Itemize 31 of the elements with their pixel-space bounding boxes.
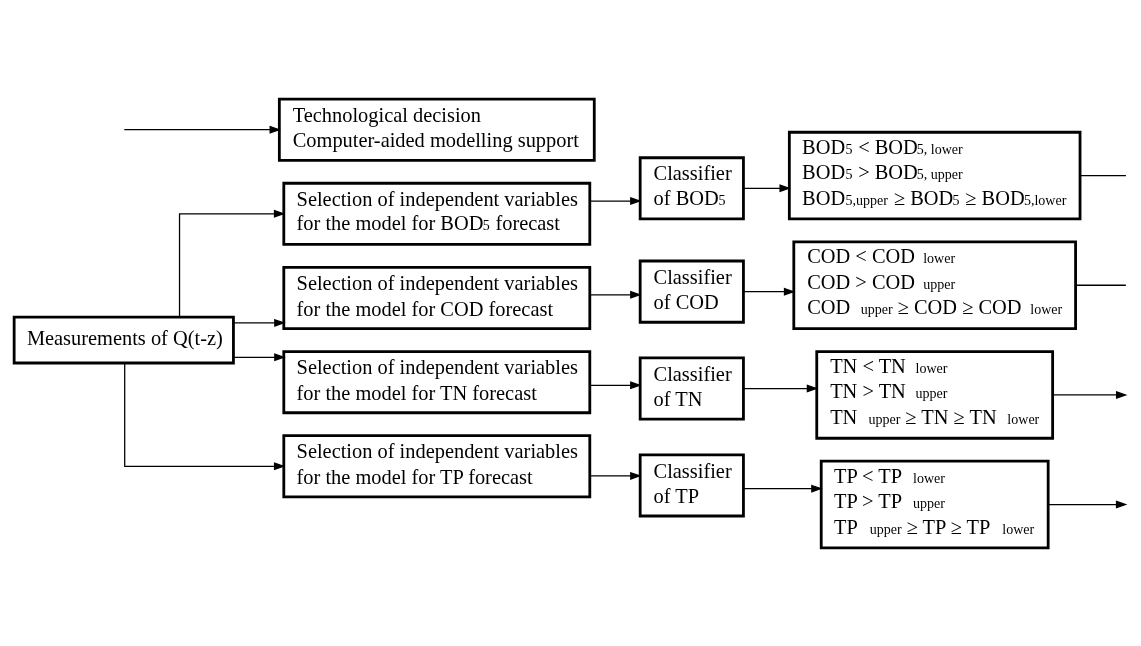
node-box: Technological decision Computer-aided modelling support (277, 97, 596, 162)
node-box: Classifier of TP (638, 452, 745, 517)
arrow (1047, 500, 1128, 509)
arrow (123, 125, 281, 134)
arrow (589, 380, 642, 389)
node-box: Classifier of COD (638, 259, 745, 324)
node-box: TP < TP lower TP > TP upper TP upper ≥ TP ≥ TP lower (819, 459, 1050, 549)
arrow (178, 209, 286, 318)
arrow (233, 352, 286, 361)
connector (1075, 284, 1127, 286)
node-box: Selection of independent variables for the model for BOD5 forecast (282, 181, 592, 246)
arrow (743, 384, 819, 393)
node-box: Measurements of Q(t-z) (12, 315, 235, 364)
node-box: TN < TN lower TN > TN upper TN upper ≥ TN ≥ TN lower (815, 349, 1055, 440)
arrow (589, 196, 642, 205)
arrow (743, 484, 823, 493)
node-box: COD < COD lower COD > COD upper COD upper ≥ COD ≥ COD lower (792, 240, 1077, 330)
node-box: Selection of independent variables for the model for TP forecast (282, 433, 592, 498)
arrow (589, 471, 642, 480)
node-box: BOD5 < BOD5, lower BOD5 > BOD5, upper BOD5,upper ≥ BOD5 ≥ BOD5,lower (787, 130, 1082, 220)
arrow (743, 287, 796, 296)
arrow (233, 318, 286, 327)
arrow (1052, 390, 1128, 399)
node-box: Selection of independent variables for the model for TN forecast (282, 349, 592, 414)
arrow (589, 290, 642, 299)
node-box: Selection of independent variables for the model for COD forecast (282, 265, 592, 330)
arrow (743, 183, 791, 192)
node-box: Classifier of TN (638, 356, 745, 421)
arrow (124, 362, 286, 470)
connector (1079, 174, 1127, 176)
node-box: Classifier of BOD5 (638, 155, 745, 220)
